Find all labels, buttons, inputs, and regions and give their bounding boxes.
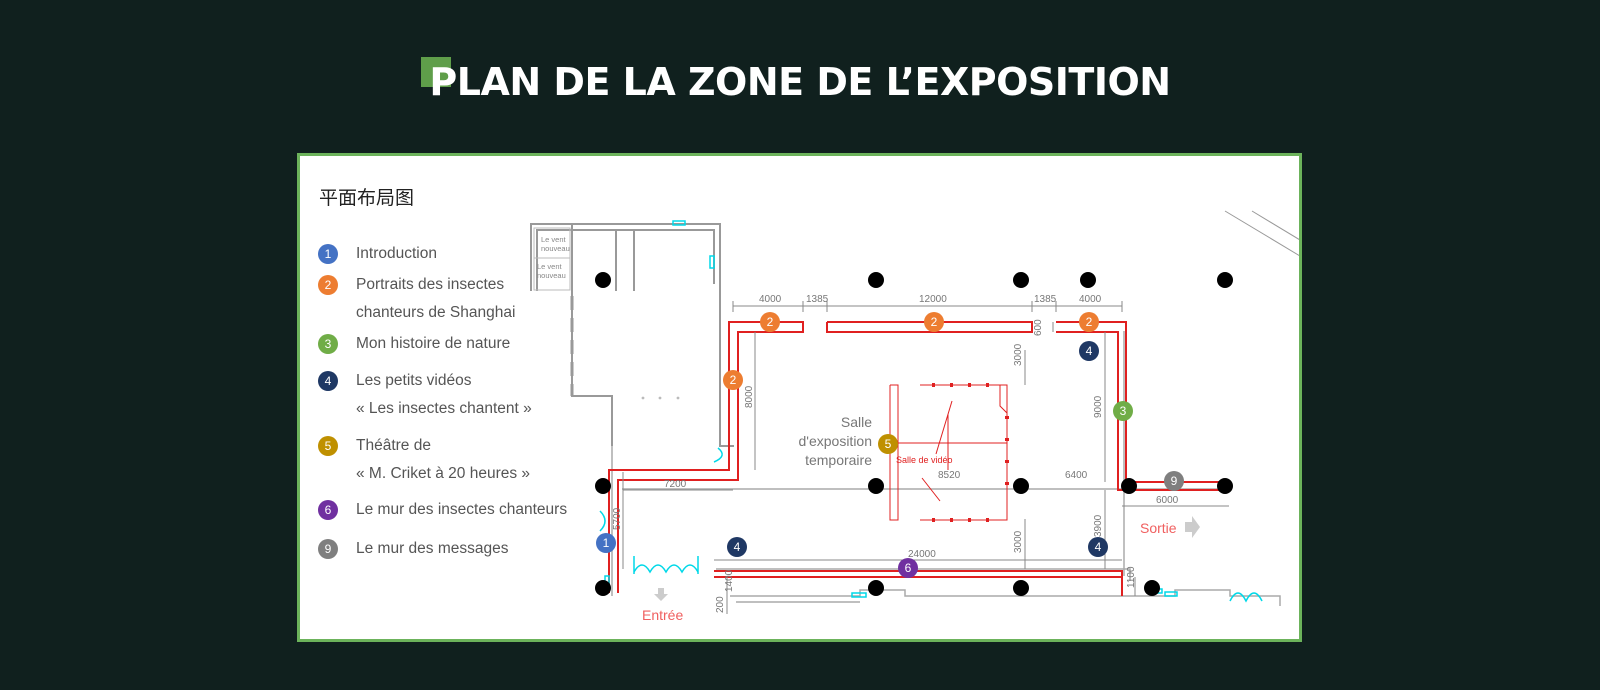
dim-200: 200 (715, 596, 726, 613)
salle-line: d'exposition (799, 433, 873, 449)
vent-label: Le vent (541, 235, 567, 244)
entry-label: Entrée (642, 607, 683, 623)
vent-label: nouveau (541, 244, 570, 253)
vertical-dimension-labels: 8000 600 3000 9000 5700 3000 3900 1400 2… (612, 319, 1137, 613)
dim-24000: 24000 (908, 549, 936, 560)
vent-label: Le vent (537, 262, 563, 271)
dim-12000: 12000 (919, 294, 947, 305)
dim-8000: 8000 (744, 385, 755, 408)
legend-badge: 3 (318, 334, 338, 354)
marker-3: 3 (1113, 401, 1133, 421)
plan-markers: 2 2 2 2 4 3 5 9 1 4 6 4 (596, 312, 1184, 578)
dim-7200: 7200 (664, 479, 687, 490)
dim-1385: 1385 (1034, 294, 1057, 305)
marker-2: 2 (723, 370, 743, 390)
legend-item: 9 Le mur des messages (318, 539, 509, 563)
dim-4000: 4000 (759, 294, 782, 305)
legend-label: Théâtre de« M. Criket à 20 heures » (356, 437, 531, 482)
svg-text:4: 4 (1086, 344, 1093, 358)
legend-item: 5 Théâtre de« M. Criket à 20 heures » (318, 436, 530, 488)
legend-label: Mon histoire de nature (356, 335, 511, 352)
cyan-doors (599, 220, 1263, 603)
dim-3900: 3900 (1093, 514, 1104, 537)
legend-badge: 4 (318, 371, 338, 391)
salle-line: Salle (841, 414, 872, 430)
exit-arrow-icon (1185, 516, 1200, 538)
legend-badge: 6 (318, 500, 338, 520)
legend-badge: 9 (318, 539, 338, 559)
marker-4: 4 (1088, 537, 1108, 557)
svg-text:1: 1 (603, 536, 610, 550)
marker-2: 2 (924, 312, 944, 332)
diagonal-lines (1224, 210, 1299, 256)
legend-badge: 1 (318, 244, 338, 264)
dim-600: 600 (1033, 319, 1044, 336)
exit-label: Sortie (1140, 520, 1177, 536)
svg-text:3: 3 (1120, 404, 1127, 418)
legend-item: 6 Le mur des insectes chanteurs (318, 500, 567, 524)
panel-subtitle: 平面布局图 (319, 187, 415, 209)
title-area: PLAN DE LA ZONE DE L’EXPOSITION (0, 52, 1600, 112)
le-vent-box (533, 227, 571, 291)
video-room (889, 384, 1008, 521)
salle-label: Salle d'exposition temporaire (799, 414, 873, 468)
svg-text:5: 5 (885, 437, 892, 451)
marker-2: 2 (1079, 312, 1099, 332)
legend-label: Les petits vidéos« Les insectes chantent… (356, 372, 532, 417)
dim-1385: 1385 (806, 294, 829, 305)
upper-left-room (530, 223, 734, 447)
floor-plan-panel: 平面布局图 1 Introduction 2 Portraits des ins… (297, 153, 1302, 642)
title-accent-square (421, 57, 452, 87)
marker-1: 1 (596, 533, 616, 553)
dim-4000: 4000 (1079, 294, 1102, 305)
svg-text:4: 4 (734, 540, 741, 554)
legend-label: Le mur des messages (356, 540, 509, 557)
dim-8520: 8520 (938, 470, 961, 481)
grey-walls (611, 331, 1281, 606)
dim-6400: 6400 (1065, 470, 1088, 481)
dimension-lines (622, 301, 1229, 614)
legend-badge: 2 (318, 275, 338, 295)
marker-5: 5 (878, 434, 898, 454)
page-title-text: PLAN DE LA ZONE DE L’EXPOSITION (429, 60, 1171, 104)
legend-label: Le mur des insectes chanteurs (356, 501, 568, 518)
dim-1400: 1400 (724, 569, 735, 592)
legend-label: Introduction (356, 245, 437, 262)
marker-4: 4 (1079, 341, 1099, 361)
marker-6: 6 (898, 558, 918, 578)
svg-text:9: 9 (1171, 474, 1178, 488)
svg-text:6: 6 (905, 561, 912, 575)
dim-3000: 3000 (1013, 530, 1024, 553)
floor-plan: Le vent nouveau Le vent nouveau (530, 210, 1299, 623)
dim-1100: 1100 (1126, 566, 1137, 588)
svg-text:2: 2 (767, 315, 774, 329)
svg-text:2: 2 (730, 373, 737, 387)
marker-4: 4 (727, 537, 747, 557)
dots (641, 396, 680, 400)
legend-item: 1 Introduction (318, 244, 437, 268)
vent-label: nouveau (537, 271, 566, 280)
svg-text:4: 4 (1095, 540, 1102, 554)
entry-arrow-icon (654, 588, 668, 601)
video-room-label: Salle de vidéo (896, 455, 953, 465)
salle-line: temporaire (805, 452, 872, 468)
dimension-labels: 4000 1385 12000 1385 4000 7200 8520 6400… (664, 294, 1179, 560)
svg-text:2: 2 (931, 315, 938, 329)
legend-item: 4 Les petits vidéos« Les insectes chante… (318, 371, 532, 423)
marker-9: 9 (1164, 471, 1184, 491)
dim-6000: 6000 (1156, 495, 1179, 506)
dim-5700: 5700 (612, 507, 623, 530)
svg-text:2: 2 (1086, 315, 1093, 329)
legend-badge: 5 (318, 436, 338, 456)
legend-item: 3 Mon histoire de nature (318, 334, 510, 358)
dim-9000: 9000 (1093, 395, 1104, 418)
marker-2: 2 (760, 312, 780, 332)
dim-3000: 3000 (1013, 343, 1024, 366)
columns (595, 272, 1233, 596)
video-room-studs (932, 383, 1009, 522)
page-title: PLAN DE LA ZONE DE L’EXPOSITION (421, 52, 1171, 112)
